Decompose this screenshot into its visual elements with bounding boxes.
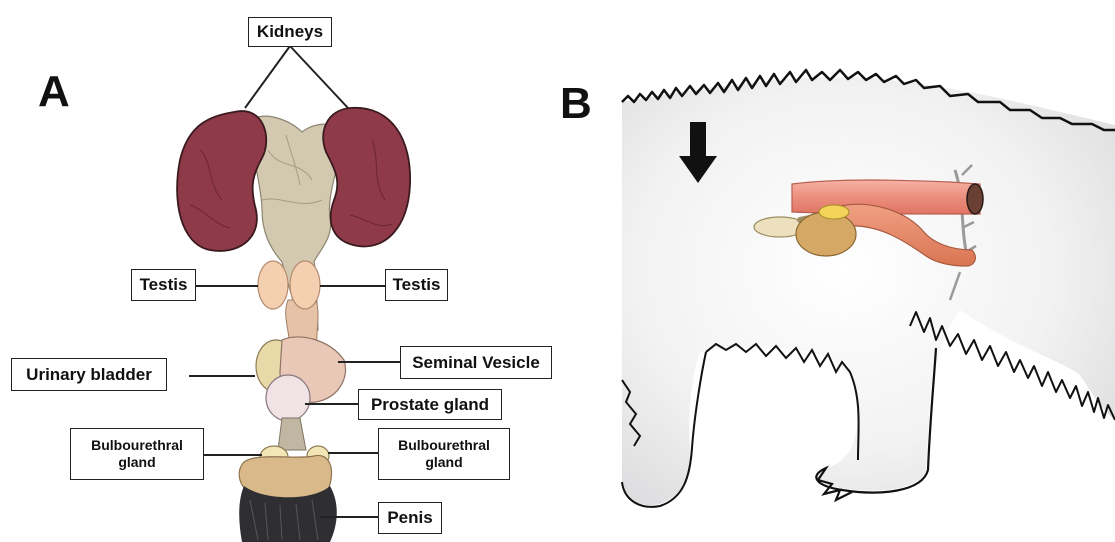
panel-a-drawing	[177, 46, 410, 542]
panel-b-drawing	[622, 70, 1115, 507]
panel-label-a: A	[38, 70, 70, 114]
kidney-left	[177, 111, 266, 251]
prostate-gland-label: Prostate gland	[358, 389, 502, 420]
testis-right	[290, 261, 320, 309]
kidneys-label: Kidneys	[248, 17, 332, 47]
bulbourethral-right-line2: gland	[425, 454, 462, 471]
rectum-opening	[967, 184, 983, 214]
seminal-vesicle-label: Seminal Vesicle	[400, 346, 552, 379]
bulbourethral-right-label: Bulbourethral gland	[378, 428, 510, 480]
kidney-right	[323, 108, 410, 247]
kidneys-leader-left	[245, 46, 290, 108]
testis-left-label: Testis	[131, 269, 196, 301]
kidneys-leader-right	[290, 46, 348, 108]
prostate	[266, 375, 310, 421]
prostate-b	[796, 212, 856, 256]
bulbourethral-left-label: Bulbourethral gland	[70, 428, 204, 480]
testis-right-label: Testis	[385, 269, 448, 301]
bulbourethral-right-line1: Bulbourethral	[398, 437, 490, 454]
panel-label-b: B	[560, 82, 592, 126]
bulbourethral-left-line1: Bulbourethral	[91, 437, 183, 454]
vesicle-b	[819, 205, 849, 219]
urinary-bladder-label: Urinary bladder	[11, 358, 167, 391]
penis-label: Penis	[378, 502, 442, 534]
bulbourethral-left-line2: gland	[118, 454, 155, 471]
urethra	[278, 418, 306, 450]
testis-left	[258, 261, 288, 309]
